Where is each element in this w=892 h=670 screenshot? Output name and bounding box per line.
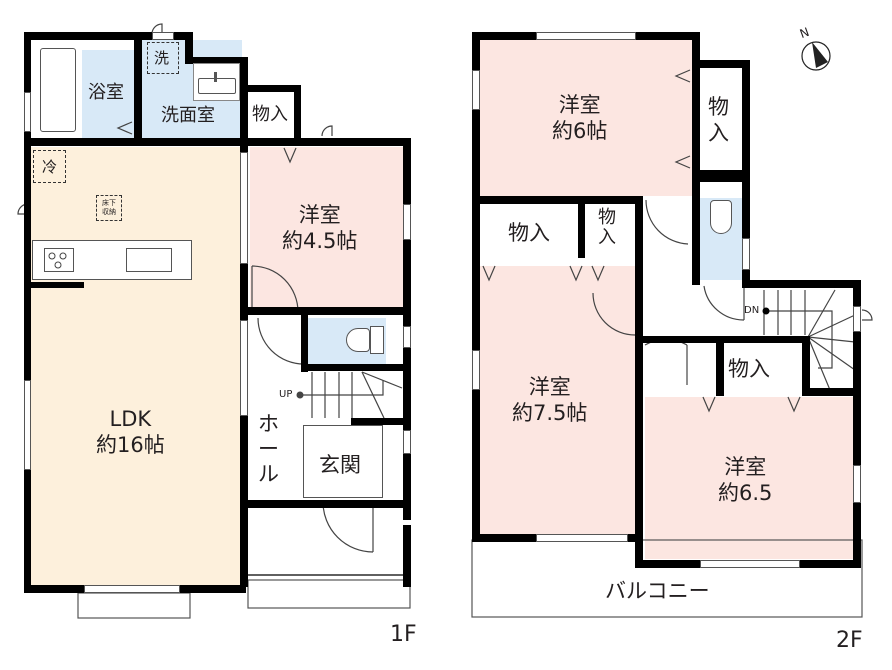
window: [472, 350, 480, 390]
stairs-down-label: DN: [744, 305, 760, 316]
window: [853, 306, 861, 332]
kitchen-sink-icon: [126, 248, 172, 272]
window: [536, 32, 636, 40]
entrance-floor: [303, 425, 383, 498]
room-label-ldk: LDK 約16帖: [96, 407, 165, 457]
room-label-storage-1f: 物入: [252, 104, 288, 125]
room-label-storage-c: 物 入: [598, 207, 616, 248]
window: [472, 70, 480, 110]
western-room-6-5-floor: [645, 397, 853, 559]
ldk-floor: [30, 147, 242, 587]
western-room-1f-floor: [250, 147, 403, 307]
room-label-western-4-5: 洋室 約4.5帖: [282, 203, 358, 253]
room-label-storage-d: 物入: [728, 357, 770, 381]
floor-label-2f: 2F: [836, 628, 863, 653]
window: [152, 32, 174, 40]
window: [700, 560, 800, 568]
storage-b-floor: [480, 208, 578, 258]
window: [742, 238, 750, 270]
window: [403, 204, 411, 240]
western-room-6-floor: [480, 40, 692, 196]
window: [403, 326, 411, 348]
room-label-storage-b: 物入: [508, 221, 550, 245]
window: [24, 92, 31, 132]
underfloor-storage-icon: 床下 収納: [96, 195, 122, 221]
room-label-entrance: 玄関: [319, 453, 361, 477]
compass: N: [798, 25, 838, 74]
storage-1f-floor: [250, 108, 294, 140]
stairs-up-label: UP: [279, 389, 293, 400]
western-room-7-5-floor: [480, 266, 635, 534]
storage-d-floor: [724, 346, 802, 394]
faucet-icon: [214, 72, 217, 82]
toilet-1f-icon: [346, 328, 370, 352]
room-label-bath: 浴室: [88, 82, 124, 103]
room-label-storage-a: 物 入: [708, 95, 729, 145]
bath-floor: [82, 50, 134, 138]
floor-label-1f: 1F: [390, 622, 417, 647]
window: [240, 152, 248, 264]
toilet-tank-icon: [370, 326, 384, 354]
room-label-western-7-5: 洋室 約7.5帖: [512, 375, 588, 425]
window: [853, 465, 861, 503]
room-label-western-6: 洋室 約6帖: [552, 93, 608, 143]
window: [24, 380, 31, 470]
window: [403, 430, 411, 454]
room-label-washroom: 洗面室: [161, 105, 215, 126]
room-label-hall: ホ ー ル: [258, 412, 279, 486]
north-arrow-icon: [801, 41, 831, 71]
storage-a-floor: [700, 68, 742, 174]
room-label-western-6-5: 洋室 約6.5: [718, 455, 773, 505]
room-label-balcony: バルコニー: [605, 579, 710, 603]
window: [84, 585, 180, 593]
washer-space-icon: 洗: [147, 42, 179, 74]
sink-icon: [198, 78, 236, 94]
fridge-space-icon: 冷: [33, 150, 66, 183]
window: [240, 320, 248, 416]
toilet-2f-icon: [710, 200, 732, 234]
window: [536, 534, 628, 542]
bathtub: [40, 48, 76, 132]
